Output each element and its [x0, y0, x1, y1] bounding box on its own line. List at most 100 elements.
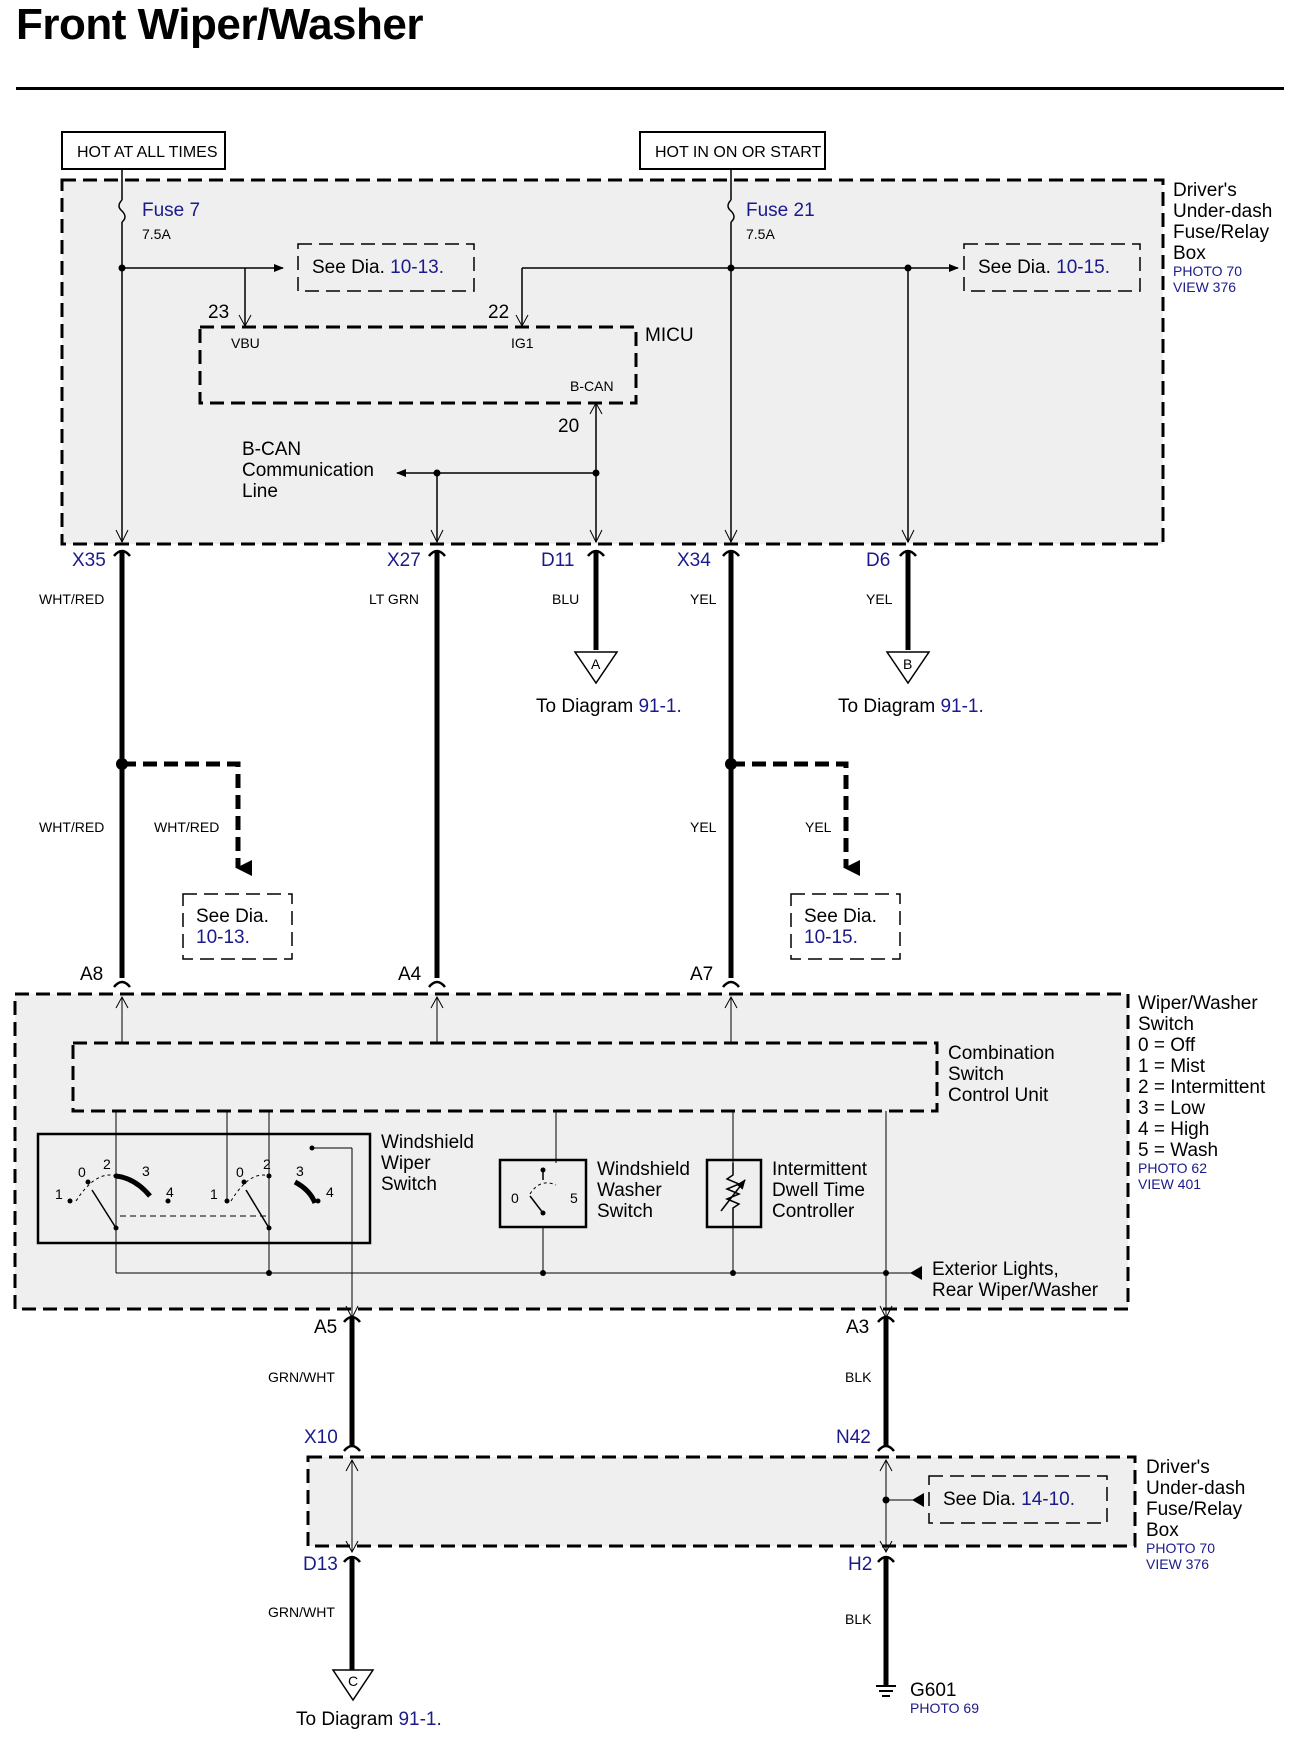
control-unit-label: Combination Switch Control Unit [948, 1043, 1055, 1106]
svg-text:Combination: Combination [948, 1043, 1055, 1064]
svg-text:3 = Low: 3 = Low [1138, 1098, 1205, 1119]
connector-a5: A5 [314, 1315, 361, 1338]
svg-text:Controller: Controller [772, 1201, 855, 1222]
svg-text:0: 0 [511, 1190, 519, 1206]
fuse7-name: Fuse 7 [142, 200, 200, 221]
fuse7-rating: 7.5A [142, 226, 171, 242]
svg-text:VIEW 376: VIEW 376 [1146, 1556, 1209, 1572]
svg-text:Fuse/Relay: Fuse/Relay [1173, 222, 1270, 243]
svg-text:See Dia. 10-13.: See Dia. 10-13. [312, 257, 444, 278]
connector-a4: A4 [398, 964, 446, 988]
svg-text:Washer: Washer [597, 1180, 662, 1201]
micu-pin-23: 23 [208, 302, 229, 323]
svg-text:See Dia. 14-10.: See Dia. 14-10. [943, 1489, 1075, 1510]
svg-text:1: 1 [210, 1186, 218, 1202]
svg-text:A4: A4 [398, 964, 422, 985]
svg-text:2 = Intermittent: 2 = Intermittent [1138, 1077, 1266, 1098]
offpage-b [885, 651, 931, 685]
svg-text:Box: Box [1173, 243, 1206, 264]
connector-x27: X27 [387, 549, 446, 571]
connector-n42: N42 [836, 1427, 895, 1452]
svg-text:D6: D6 [866, 550, 890, 571]
splice-wht-red-branch [122, 761, 252, 876]
connector-h2: H2 [848, 1554, 895, 1575]
svg-text:10-15.: 10-15. [804, 927, 858, 948]
svg-text:Windshield: Windshield [597, 1159, 690, 1180]
connector-d6: D6 [866, 549, 917, 571]
svg-text:Dwell Time: Dwell Time [772, 1180, 865, 1201]
wiper-contacts-left: 0 2 3 1 4 [55, 1156, 174, 1231]
micu-ig1: IG1 [511, 335, 534, 351]
offpage-a [573, 651, 619, 685]
svg-text:D11: D11 [541, 550, 574, 571]
connector-a7: A7 [690, 964, 740, 988]
micu-vbu: VBU [231, 335, 260, 351]
svg-text:Switch: Switch [948, 1064, 1004, 1085]
wire-yel-2: YEL [866, 591, 893, 607]
svg-text:X34: X34 [677, 550, 711, 571]
svg-text:Exterior Lights,: Exterior Lights, [932, 1259, 1059, 1280]
svg-text:A5: A5 [314, 1317, 337, 1338]
svg-text:5: 5 [570, 1190, 578, 1206]
svg-text:Rear Wiper/Washer: Rear Wiper/Washer [932, 1280, 1099, 1301]
connector-d11: D11 [541, 549, 605, 571]
svg-text:H2: H2 [848, 1554, 872, 1575]
svg-text:10-13.: 10-13. [196, 927, 250, 948]
hot-in-on-box [639, 131, 826, 170]
wire-wht-red-1: WHT/RED [39, 591, 104, 607]
svg-text:B-CAN: B-CAN [242, 439, 301, 460]
svg-text:Wiper: Wiper [381, 1153, 431, 1174]
connector-a8: A8 [80, 964, 131, 988]
fuse21-symbol [727, 199, 735, 223]
svg-text:D13: D13 [303, 1554, 338, 1575]
ground-name: G601 [910, 1680, 956, 1701]
svg-text:4: 4 [326, 1184, 334, 1200]
svg-text:4 = High: 4 = High [1138, 1119, 1209, 1140]
svg-text:0: 0 [78, 1164, 86, 1180]
svg-text:Intermittent: Intermittent [772, 1159, 868, 1180]
wire-lt-grn: LT GRN [369, 591, 419, 607]
svg-text:A7: A7 [690, 964, 713, 985]
wire-yel-4: YEL [805, 819, 832, 835]
svg-text:2: 2 [263, 1156, 271, 1172]
see-dia-10-15-mid [790, 893, 901, 960]
svg-text:See Dia.: See Dia. [196, 906, 269, 927]
svg-text:A: A [591, 656, 601, 672]
wire-grn-wht-2: GRN/WHT [268, 1604, 335, 1620]
fuse-box-bottom [306, 1455, 1137, 1548]
connector-a3: A3 [846, 1315, 895, 1338]
wire-wht-red-3: WHT/RED [154, 819, 219, 835]
washer-switch-label: Windshield Washer Switch [597, 1159, 690, 1222]
svg-text:See Dia.: See Dia. [804, 906, 877, 927]
ground-photo: PHOTO 69 [910, 1700, 979, 1716]
switch-box-label: Wiper/Washer Switch 0 = Off 1 = Mist 2 =… [1138, 993, 1266, 1192]
page-title: Front Wiper/Washer [16, 0, 424, 49]
see-dia-10-15-top [963, 243, 1141, 292]
svg-text:Line: Line [242, 481, 278, 502]
micu-label: MICU [645, 325, 694, 346]
svg-text:Switch: Switch [381, 1174, 437, 1195]
micu-pin-22: 22 [488, 302, 509, 323]
fuse7-symbol [118, 199, 126, 223]
connector-x35: X35 [72, 549, 131, 571]
wire-wht-red-2: WHT/RED [39, 819, 104, 835]
svg-text:A8: A8 [80, 964, 103, 985]
svg-text:0: 0 [236, 1164, 244, 1180]
fuse-box-top-label: Driver's Under-dash Fuse/Relay Box PHOTO… [1173, 180, 1272, 295]
wiper-switch-label: Windshield Wiper Switch [381, 1132, 474, 1195]
fuse21-name: Fuse 21 [746, 200, 815, 221]
svg-text:Windshield: Windshield [381, 1132, 474, 1153]
wiper-contacts-right: 0 2 3 1 4 [210, 1156, 334, 1231]
see-dia-14-10 [928, 1475, 1108, 1524]
svg-text:N42: N42 [836, 1427, 871, 1448]
to-diagram-c: To Diagram 91-1. [296, 1709, 442, 1730]
svg-text:X27: X27 [387, 550, 421, 571]
combination-switch-control-unit [71, 1041, 939, 1113]
ext-lights-arrow [910, 1266, 922, 1280]
washer-switch-contacts: 0 5 [511, 1167, 578, 1216]
svg-text:Control Unit: Control Unit [948, 1085, 1049, 1106]
to-diagram-a: To Diagram 91-1. [536, 696, 682, 717]
svg-text:Fuse/Relay: Fuse/Relay [1146, 1499, 1243, 1520]
svg-text:PHOTO 70: PHOTO 70 [1173, 263, 1242, 279]
